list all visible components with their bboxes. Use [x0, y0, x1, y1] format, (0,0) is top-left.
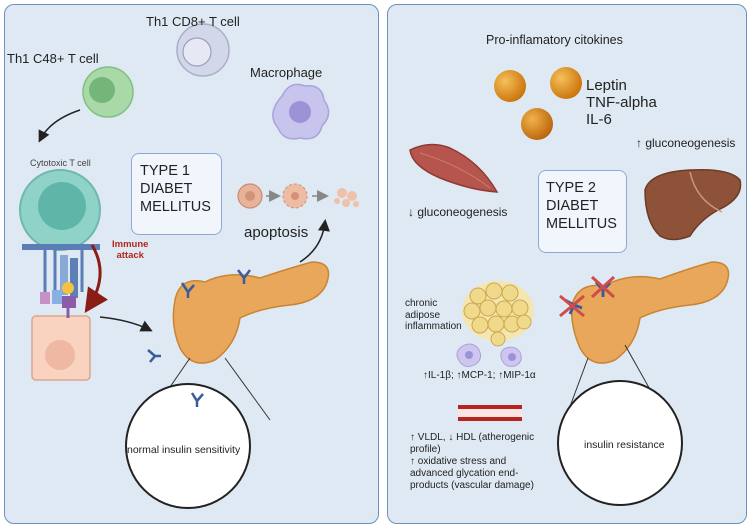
muscle-icon: [409, 143, 499, 193]
insulin-resistance-label: insulin resistance: [584, 439, 665, 451]
cytokine-item: Leptin: [586, 77, 627, 94]
cytokine-icon: [494, 67, 582, 140]
vascular-effects-text: ↑ VLDL, ↓ HDL (atherogenic profile) ↑ ox…: [410, 432, 535, 491]
cytotoxic-tcell-icon: [19, 169, 101, 308]
apoptosis-label: apoptosis: [244, 224, 309, 241]
type2-box: [538, 170, 627, 253]
immune-attack-label: Immune attack: [112, 239, 149, 261]
adipose-label: chronic adipose inflammation: [405, 298, 462, 332]
antibody-icon: [147, 269, 251, 407]
cytokine-item: TNF-alpha: [586, 94, 657, 111]
cd8-tcell-icon: [176, 23, 230, 77]
adipose-tissue-icon: [462, 281, 534, 347]
blood-vessel-icon: [458, 405, 522, 421]
c48-tcell-label: Th1 C48+ T cell: [7, 51, 99, 66]
arrow-to-pancreas: [99, 316, 153, 332]
arrow-to-cytotoxic: [38, 109, 81, 143]
cytokines-title: Pro-inflamatory citokines: [486, 33, 623, 47]
cytotoxic-label: Cytotoxic T cell: [30, 158, 91, 168]
macrophage-small-icon: [456, 343, 522, 368]
target-cell-icon: [31, 304, 91, 381]
immune-attack-arrow: [84, 244, 108, 313]
macrophage-icon: [272, 83, 330, 140]
inflammation-markers-label: ↑IL-1β; ↑MCP-1; ↑MIP-1α: [423, 370, 536, 381]
pancreas-icon: [172, 261, 330, 364]
pancreas-icon: [570, 261, 730, 364]
type1-box: [131, 153, 222, 235]
cytokine-item: IL-6: [586, 111, 612, 128]
normal-sensitivity-label: normal insulin sensitivity: [127, 444, 241, 456]
blocked-receptor-icon: [559, 275, 616, 318]
macrophage-label: Macrophage: [250, 65, 323, 80]
gluconeogenesis-up-label: ↑ gluconeogenesis: [636, 136, 736, 150]
c48-tcell-icon: [82, 66, 134, 118]
damaged-cell-icon: [282, 183, 308, 209]
normal-sensitivity-zoom: [125, 383, 251, 509]
type1-label: TYPE 1 DIABET MELLITUS: [140, 163, 211, 216]
apoptosis-arrow: [299, 219, 330, 263]
cd8-tcell-label: Th1 CD8+ T cell: [146, 14, 240, 29]
gluconeogenesis-down-label: ↓ gluconeogenesis: [408, 205, 508, 219]
apoptotic-bodies-icon: [334, 188, 359, 207]
beta-cell-icon: [237, 183, 263, 209]
insulin-resistance-zoom: [557, 380, 683, 506]
type2-label: TYPE 2 DIABET MELLITUS: [546, 180, 617, 233]
